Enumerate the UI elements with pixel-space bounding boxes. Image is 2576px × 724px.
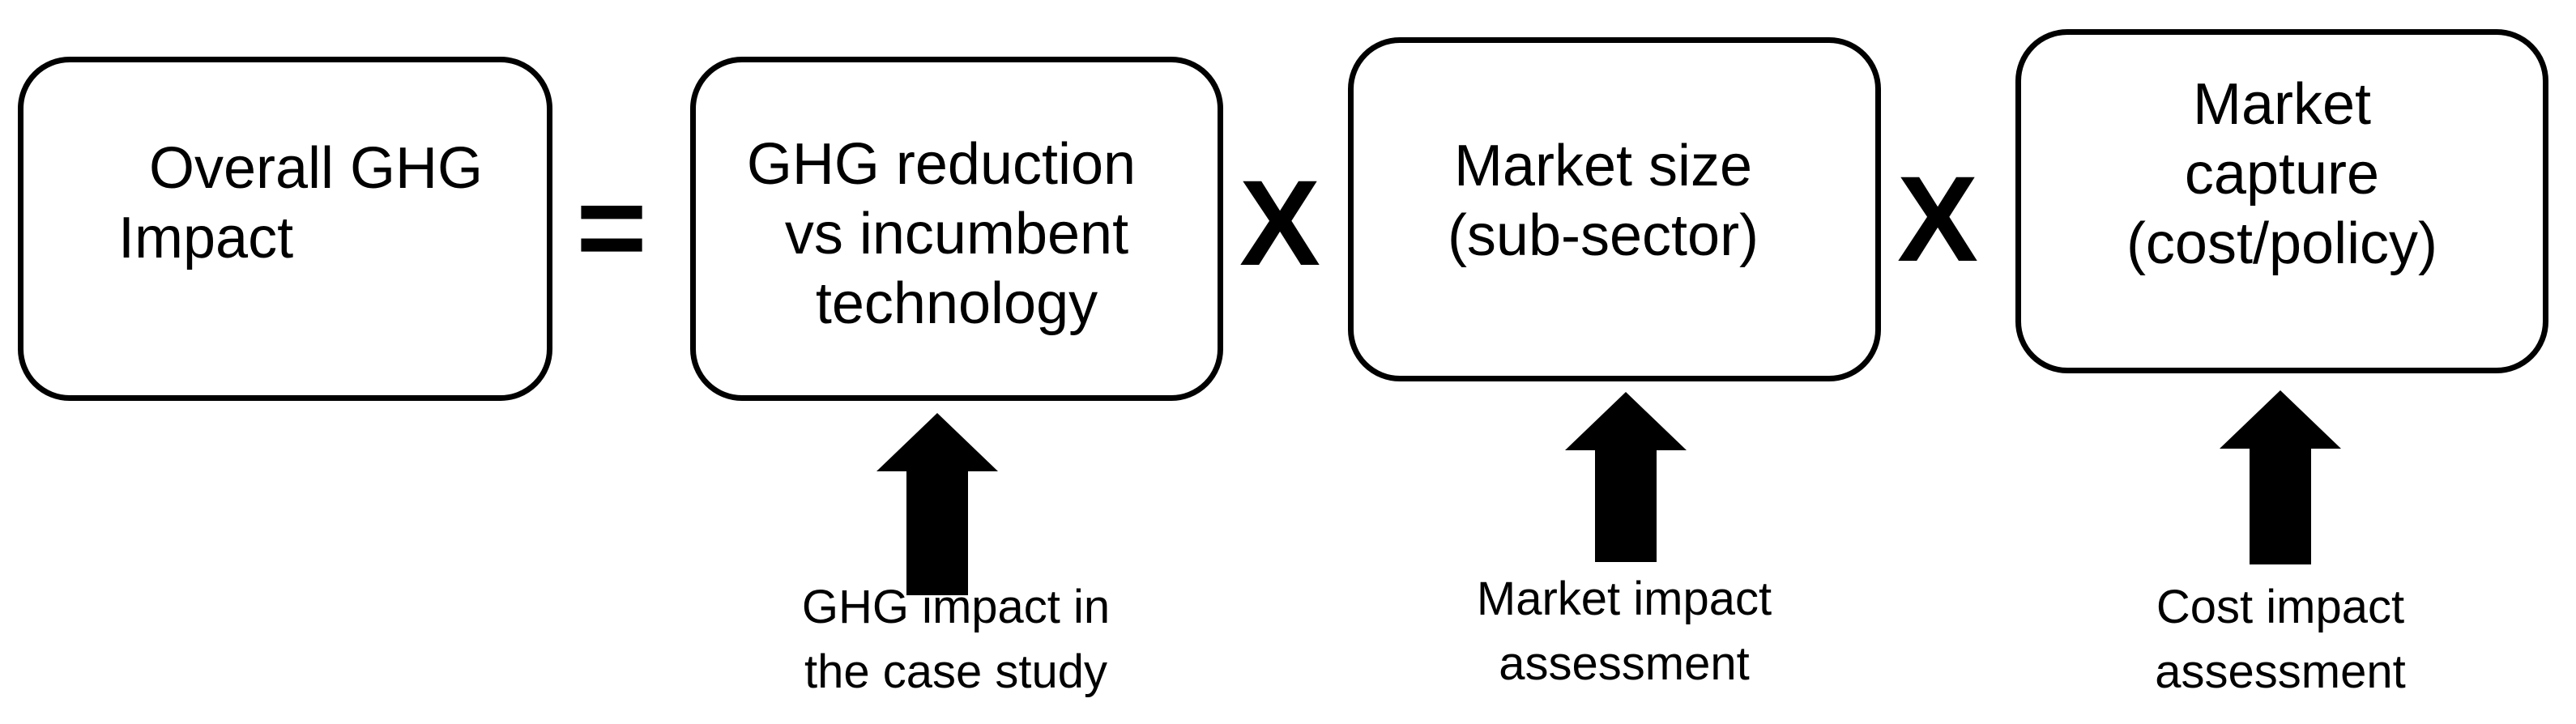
caption-line: assessment [1499,637,1750,690]
box-line: Market size [1453,134,1753,198]
box-line: (sub-sector) [1447,203,1759,268]
up-arrow-icon [1565,392,1687,562]
overall-ghg-impact-box [18,57,552,401]
multiply-operator: X [1239,155,1321,291]
box-line: vs incumbent [784,202,1129,266]
market-size-box [1348,37,1881,381]
cost-impact-caption: Cost impact assessment [2037,575,2523,705]
market-capture-box [2015,29,2548,373]
equals-operator: = [576,159,647,295]
ghg-reduction-text: GHG reduction vs incumbent technology [690,130,1223,339]
caption-line: Market impact [1476,573,1772,625]
box-line: GHG reduction [746,132,1137,197]
market-size-text: Market size (sub-sector) [1348,131,1858,270]
box-line: Impact [118,206,294,270]
box-line: capture [2184,142,2380,207]
ghg-reduction-box [690,57,1223,401]
caption-line: GHG impact in [801,581,1111,633]
up-arrow-icon [2220,390,2341,564]
multiply-operator: X [1896,151,1979,287]
box-line: Overall GHG [148,136,484,201]
caption-line: Cost impact [2156,581,2405,633]
up-arrow-icon [876,413,998,595]
box-line: Market [2192,72,2372,137]
box-line: (cost/policy) [2126,211,2438,276]
ghg-impact-caption: GHG impact in the case study [713,575,1199,705]
caption-line: assessment [2155,645,2406,698]
box-line: technology [815,271,1098,336]
market-capture-text: Market capture (cost/policy) [2015,70,2548,279]
caption-line: the case study [804,645,1107,698]
market-impact-caption: Market impact assessment [1381,567,1867,696]
overall-ghg-impact-text: Overall GHG Impact [97,134,535,273]
